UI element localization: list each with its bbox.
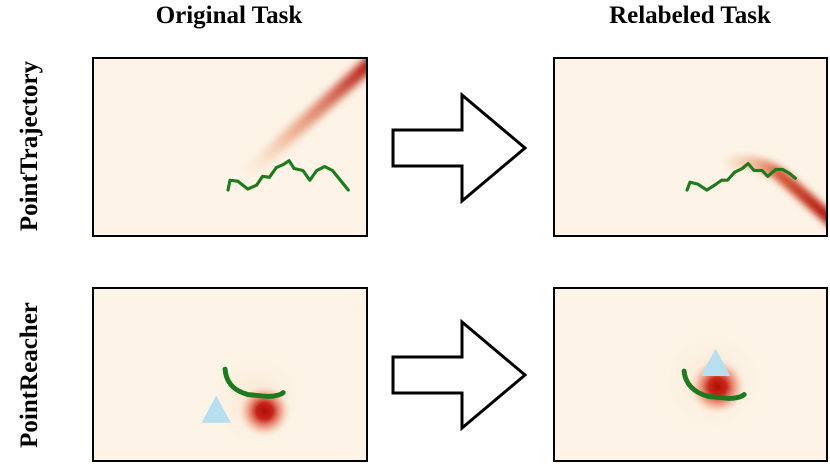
reacher-arm-path bbox=[222, 366, 286, 399]
reward-band bbox=[239, 59, 366, 182]
goal-triangle-icon bbox=[201, 395, 231, 423]
reacher-original-plot bbox=[201, 347, 311, 456]
trajectory-path bbox=[226, 159, 350, 192]
reacher-original-panel bbox=[92, 287, 368, 462]
arrow-right-icon bbox=[391, 92, 528, 204]
reward-band bbox=[725, 155, 826, 224]
trajectory-relabeled-plot bbox=[685, 155, 826, 224]
column-title-original: Original Task bbox=[155, 2, 303, 29]
row-title-point-reacher: PointReacher bbox=[16, 302, 43, 448]
reacher-relabeled-plot bbox=[653, 323, 772, 441]
trajectory-path bbox=[685, 162, 798, 192]
trajectory-original-plot bbox=[226, 59, 366, 192]
arrow-right-icon bbox=[391, 319, 528, 431]
goal-triangle-icon bbox=[700, 348, 731, 376]
reacher-arm-path bbox=[681, 368, 747, 401]
column-title-relabeled: Relabeled Task bbox=[609, 2, 771, 29]
reward-peak bbox=[688, 357, 748, 417]
trajectory-original-panel bbox=[92, 57, 368, 237]
reacher-relabeled-panel bbox=[553, 287, 828, 462]
row-title-point-trajectory: PointTrajectory bbox=[16, 60, 43, 232]
trajectory-relabeled-panel bbox=[553, 57, 828, 237]
